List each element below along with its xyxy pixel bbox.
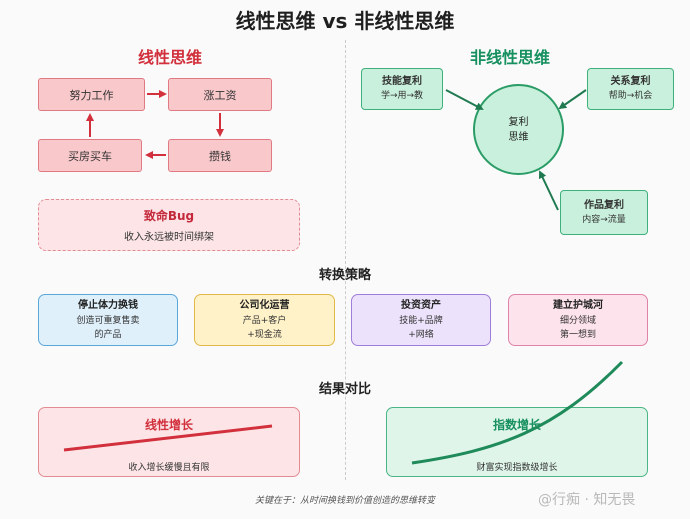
strategy-card-title: 停止体力换钱: [78, 299, 138, 311]
strategy-card-invest: 投资资产 技能+品牌 +网络: [351, 294, 491, 346]
page-title: 线性思维 vs 非线性思维: [235, 9, 455, 33]
relation-compound-title: 关系复利: [610, 76, 651, 87]
fatal-bug-box: 致命Bug 收入永远被时间绑架: [38, 199, 300, 251]
work-compound-sub: 内容→流量: [582, 214, 626, 225]
result-heading: 结果对比: [318, 382, 371, 397]
work-compound-title: 作品复利: [584, 199, 624, 211]
exponential-growth-curve: [411, 360, 624, 465]
strategy-card-line: 产品+客户: [242, 315, 287, 326]
linear-growth-text: 收入增长缓慢且有限: [128, 463, 210, 473]
arrow-relation-to-core: [558, 89, 587, 110]
linear-box-work: 努力工作: [38, 78, 145, 111]
strategy-card-line: +现金流: [247, 329, 282, 340]
strategy-card-company: 公司化运营 产品+客户 +现金流: [194, 294, 335, 346]
linear-box-raise: 涨工资: [168, 78, 272, 111]
strategy-card-stop-labor: 停止体力换钱 创造可重复售卖 的产品: [38, 294, 178, 346]
strategy-card-line: 技能+品牌: [399, 315, 443, 326]
fatal-bug-text: 收入永远被时间绑架: [124, 232, 214, 243]
compound-thinking-circle: 复利 思维: [473, 84, 564, 175]
linear-growth-line: [63, 424, 273, 452]
linear-box-save: 攒钱: [168, 139, 272, 172]
linear-growth-title: 线性增长: [144, 418, 193, 432]
strategy-card-moat: 建立护城河 细分领域 第一想到: [508, 294, 648, 346]
watermark: @行痴 · 知无畏: [538, 492, 636, 508]
skill-compound-node: 技能复利 学→用→教: [361, 68, 443, 110]
strategy-card-line: +网络: [408, 329, 434, 340]
strategy-card-title: 建立护城河: [553, 299, 603, 311]
exponential-growth-text: 财富实现指数级增长: [476, 463, 558, 473]
skill-compound-sub: 学→用→教: [380, 91, 424, 101]
arrow-work-to-core: [538, 170, 559, 211]
compound-circle-line1: 复利: [508, 116, 529, 128]
fatal-bug-title: 致命Bug: [143, 209, 195, 223]
compound-circle-line2: 思维: [508, 131, 529, 143]
strategy-card-line: 的产品: [94, 329, 122, 340]
strategy-card-title: 投资资产: [401, 299, 441, 311]
linear-growth-card: 线性增长 收入增长缓慢且有限: [38, 407, 300, 477]
arrow-skill-to-core: [445, 89, 484, 110]
exponential-growth-title: 指数增长: [492, 418, 541, 432]
strategy-card-line: 第一想到: [559, 329, 596, 340]
relation-compound-node: 关系复利 帮助→机会: [587, 68, 674, 110]
strategy-heading: 转换策略: [318, 268, 371, 283]
skill-compound-title: 技能复利: [382, 76, 422, 87]
relation-compound-sub: 帮助→机会: [608, 91, 653, 101]
nonlinear-heading: 非线性思维: [469, 48, 550, 67]
center-divider: [345, 40, 346, 480]
footer-note: 关键在于：从时间换钱到价值创造的思维转变: [254, 496, 435, 506]
exponential-growth-card: 指数增长 财富实现指数级增长: [386, 407, 648, 477]
strategy-card-title: 公司化运营: [239, 299, 290, 311]
linear-box-buy: 买房买车: [38, 139, 142, 172]
strategy-card-line: 细分领域: [559, 315, 596, 326]
work-compound-node: 作品复利 内容→流量: [560, 190, 648, 235]
linear-heading: 线性思维: [137, 48, 202, 67]
strategy-card-line: 创造可重复售卖: [76, 315, 140, 326]
